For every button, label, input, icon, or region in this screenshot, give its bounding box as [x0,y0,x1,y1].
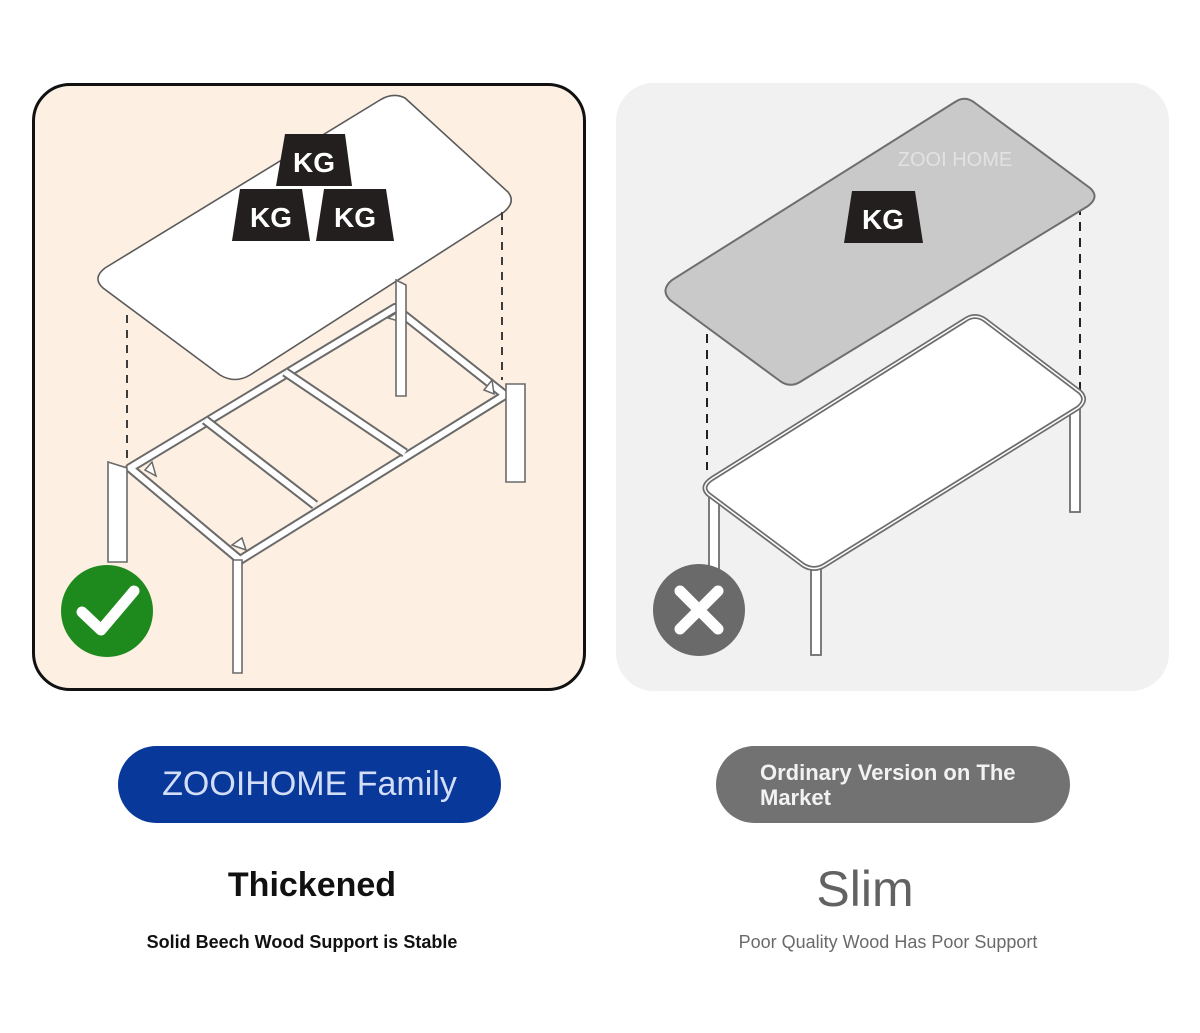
weight-kg-left: KG [232,189,310,241]
ordinary-label-pill: Ordinary Version on The Market [716,746,1070,823]
comparison-panel-ordinary: ZOOI HOME KG [616,83,1169,691]
svg-text:KG: KG [862,204,904,235]
svg-text:KG: KG [334,202,376,233]
thick-table-illustration: KG KG KG [61,94,526,674]
slim-table-illustration: ZOOI HOME KG [653,97,1096,656]
ordinary-label: Ordinary Version on The Market [760,759,1016,810]
comparison-panel-zooihome: KG KG KG [32,83,586,691]
svg-text:KG: KG [293,147,335,178]
cross-icon [653,564,745,656]
weight-kg: KG [844,191,923,243]
thickened-heading: Thickened [227,866,397,904]
watermark-text: ZOOI HOME [898,149,1012,171]
slim-description: Poor Quality Wood Has Poor Support [738,932,1038,952]
weight-kg-right: KG [316,189,394,241]
check-icon [61,565,153,657]
weight-kg-top: KG [276,134,352,186]
svg-text:KG: KG [250,202,292,233]
zooihome-label-pill: ZOOIHOME Family [118,746,501,823]
slim-heading: Slim [816,861,914,917]
thickened-description: Solid Beech Wood Support is Stable [146,932,458,952]
zooihome-label: ZOOIHOME Family [162,765,457,803]
